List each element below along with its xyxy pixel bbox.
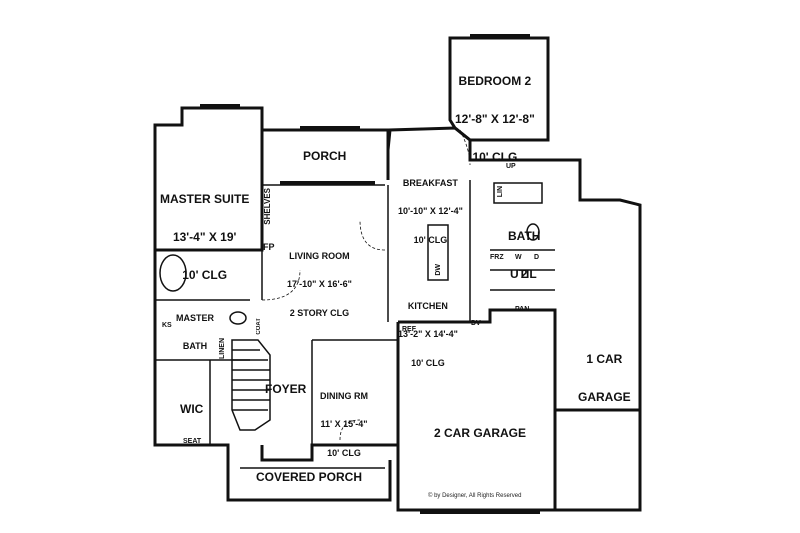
kitchen-name: KITCHEN	[407, 300, 448, 311]
room-dining: DINING RM 11' X 15'-4" 10' CLG	[320, 373, 368, 467]
bedroom2-clg: 10' CLG	[472, 149, 518, 164]
dining-clg: 10' CLG	[327, 447, 361, 458]
bath2-num: 2	[520, 266, 528, 281]
bedroom2-name: BEDROOM 2	[458, 74, 532, 89]
label-dv: DV	[471, 320, 481, 327]
kitchen-dim: 13'-2" X 14'-4"	[398, 329, 458, 340]
room-bedroom2: BEDROOM 2 12'-8" X 12'-8" 10' CLG	[455, 50, 535, 176]
wall-breakfast	[386, 126, 471, 151]
bath2-name: BATH	[508, 229, 541, 244]
dining-dim: 11' X 15'-4"	[320, 419, 368, 430]
kitchen-island	[427, 224, 449, 281]
breakfast-name: BREAKFAST	[402, 177, 458, 188]
label-linen: LINEN	[219, 338, 226, 359]
living-clg: 2 STORY CLG	[289, 307, 350, 318]
bedroom2-dim: 12'-8" X 12'-8"	[455, 111, 535, 126]
breakfast-dim: 10'-10" X 12'-4"	[398, 206, 463, 217]
room-wic: WIC	[180, 402, 204, 416]
label-shelves: SHELVES	[263, 188, 272, 225]
master-suite-dim: 13'-4" X 19'	[172, 229, 237, 244]
master-suite-clg: 10' CLG	[182, 267, 228, 282]
room-breakfast: BREAKFAST 10'-10" X 12'-4" 10' CLG	[398, 160, 463, 254]
wall-center	[398, 308, 640, 412]
label-ref: REF	[402, 326, 416, 333]
copyright-notice: © by Designer, All Rights Reserved	[428, 493, 522, 499]
room-kitchen: KITCHEN 13'-2" X 14'-4" 10' CLG	[398, 283, 458, 377]
wall-bath2-area	[468, 140, 642, 512]
label-w: W	[515, 254, 522, 261]
label-seat: SEAT	[183, 438, 202, 445]
wall-front	[260, 443, 398, 462]
label-coat: COAT	[256, 318, 262, 335]
room-two-car-garage: 2 CAR GARAGE	[434, 426, 527, 440]
label-frz: FRZ	[490, 254, 504, 261]
room-bath2: BATH 2	[508, 205, 540, 293]
label-ks: KS	[162, 322, 172, 329]
living-dim: 17'-10" X 16'-6"	[287, 279, 352, 290]
wall-master-suite	[153, 106, 264, 252]
stairs	[231, 339, 271, 431]
label-dw: DW	[435, 264, 442, 276]
master-bath-name: MASTER	[176, 312, 214, 323]
label-up: UP	[506, 163, 516, 170]
label-d: D	[534, 254, 540, 261]
kitchen-clg: 10' CLG	[411, 357, 445, 368]
dining-name: DINING RM	[320, 390, 368, 401]
room-master-suite: MASTER SUITE 13'-4" X 19' 10' CLG	[160, 168, 249, 294]
room-util: UTIL	[510, 267, 537, 281]
label-pan: PAN	[515, 306, 530, 313]
master-suite-name: MASTER SUITE	[160, 192, 250, 207]
master-bath-sub: BATH	[182, 341, 208, 352]
one-car-sub: GARAGE	[578, 389, 631, 404]
wall-covered-porch	[226, 460, 392, 502]
room-covered-porch: COVERED PORCH	[256, 470, 363, 484]
room-master-bath: MASTER BATH	[176, 295, 214, 361]
room-foyer: FOYER	[265, 382, 307, 396]
room-living: LIVING ROOM 17'-10" X 16'-6" 2 STORY CLG	[287, 233, 352, 327]
label-lin: LIN	[497, 186, 504, 198]
one-car-name: 1 CAR	[586, 352, 623, 367]
label-fp: FP	[263, 242, 275, 252]
tub	[159, 254, 187, 292]
wall-left-wing	[153, 250, 230, 460]
room-porch: PORCH	[303, 149, 347, 163]
living-name: LIVING ROOM	[289, 250, 350, 261]
breakfast-clg: 10' CLG	[413, 234, 448, 245]
room-one-car-garage: 1 CAR GARAGE	[578, 328, 631, 416]
